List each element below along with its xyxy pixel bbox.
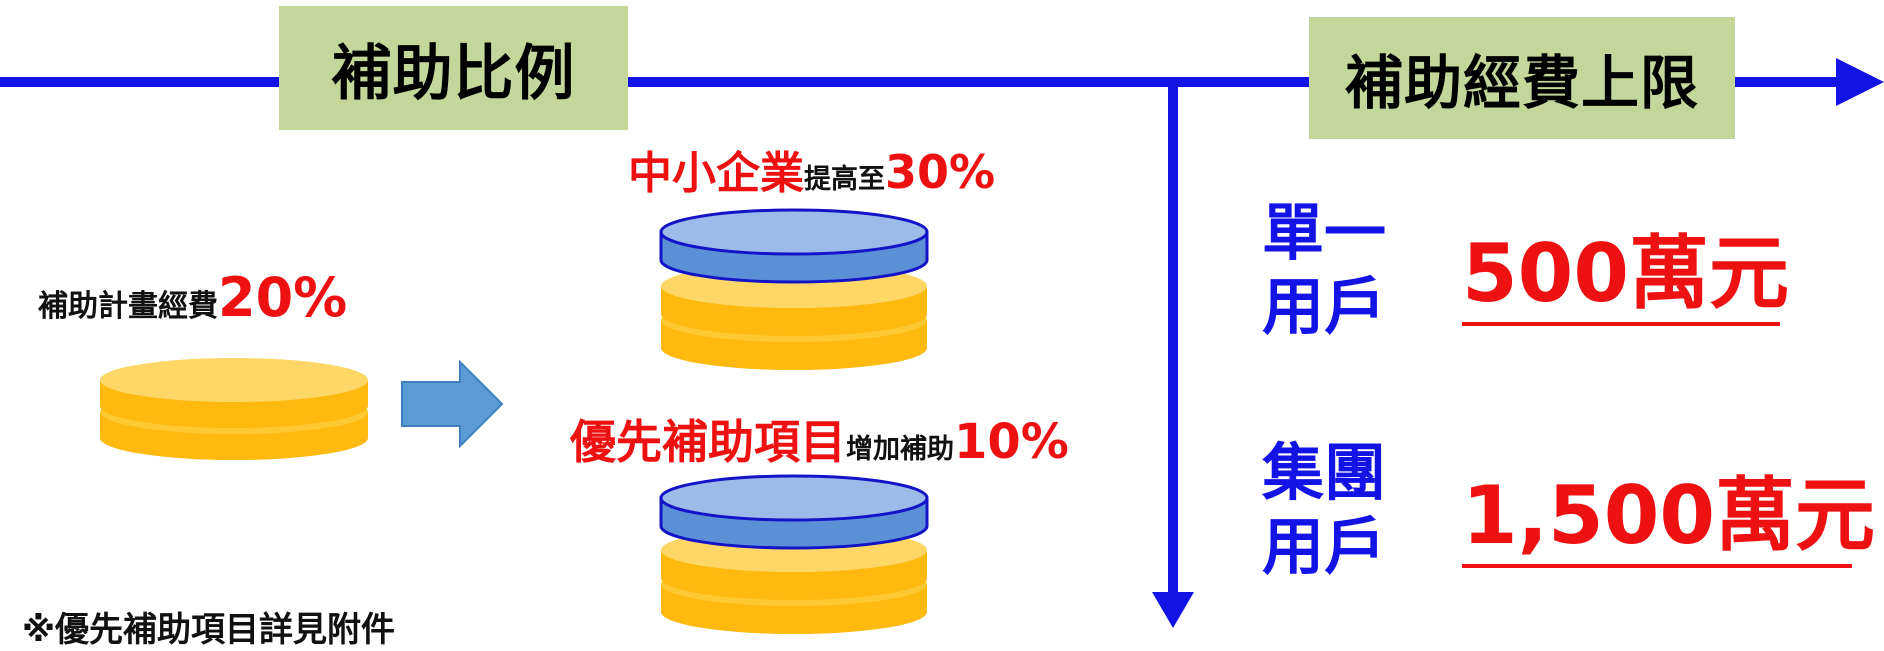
priority-percent: 10% — [954, 414, 1069, 470]
single-user-line2: 用戶 — [1262, 270, 1387, 343]
right-arrow-icon — [401, 359, 504, 449]
base-subsidy-percent: 20% — [218, 266, 348, 329]
base-subsidy-label: 補助計畫經費20% — [38, 268, 347, 341]
sme-text: 中小企業 — [628, 148, 804, 199]
group-user-line1: 集團 — [1262, 436, 1387, 509]
coin-stack-icon — [659, 474, 929, 634]
sme-percent: 30% — [885, 145, 996, 199]
coin-stack-icon — [100, 358, 368, 460]
single-user-amount: 500萬元 — [1462, 227, 1789, 320]
single-user-line1: 單一 — [1262, 196, 1387, 269]
group-user-amount-underline — [1462, 564, 1852, 568]
sme-action-text: 提高至 — [804, 164, 885, 195]
subsidy-ratio-header: 補助比例 — [279, 6, 628, 130]
priority-items-note: ※優先補助項目詳見附件 — [22, 610, 396, 650]
single-user-amount-underline — [1462, 322, 1780, 326]
base-subsidy-text: 補助計畫經費 — [38, 289, 218, 324]
vertical-divider-arrowhead — [1152, 592, 1194, 628]
group-user-amount: 1,500萬元 — [1462, 469, 1876, 562]
group-user-line2: 用戶 — [1262, 510, 1387, 583]
sme-subsidy-label: 中小企業提高至30% — [628, 146, 995, 209]
group-user-category: 集團 用戶 — [1262, 436, 1412, 584]
top-timeline-arrowhead — [1836, 58, 1884, 106]
priority-text: 優先補助項目 — [570, 415, 846, 469]
diagram-graphics — [0, 58, 1884, 634]
subsidy-limit-header: 補助經費上限 — [1309, 17, 1735, 139]
priority-action-text: 增加補助 — [846, 434, 954, 465]
single-user-category: 單一 用戶 — [1262, 196, 1412, 344]
coin-stack-icon — [659, 208, 929, 370]
priority-subsidy-label: 優先補助項目增加補助10% — [570, 412, 1069, 483]
